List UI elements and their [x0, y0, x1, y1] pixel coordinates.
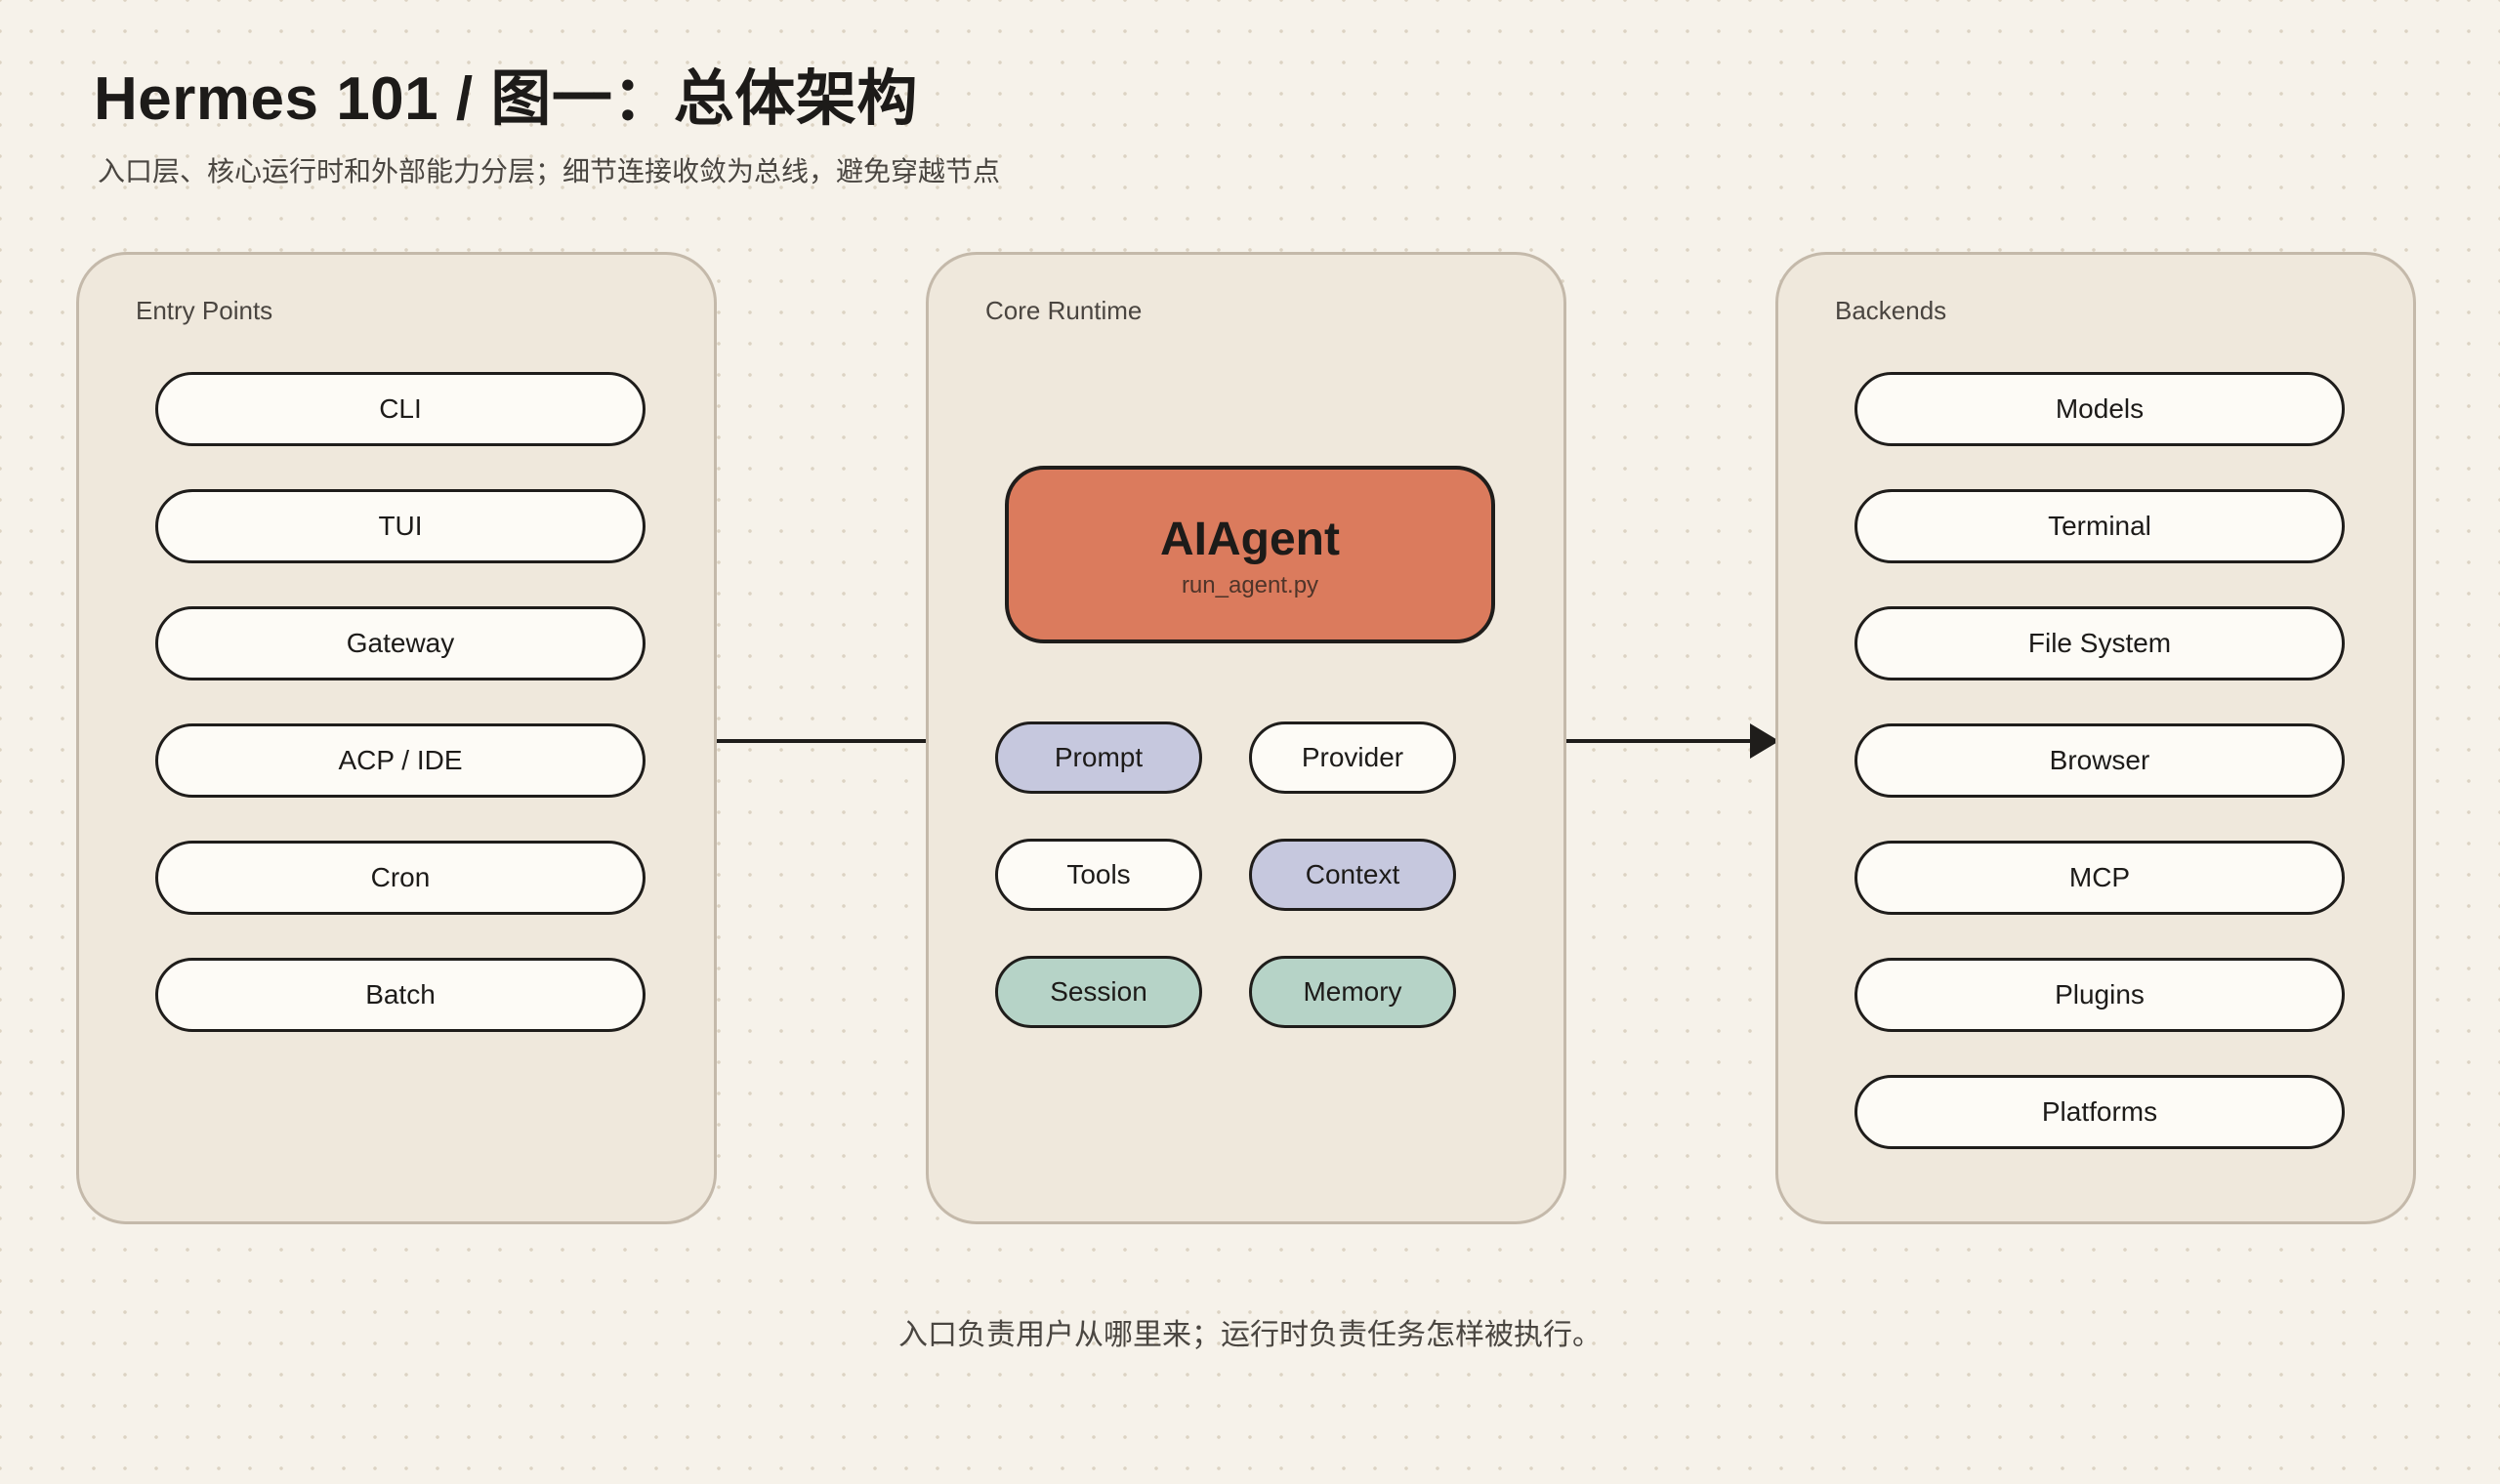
entry-gateway-node[interactable]: Gateway — [155, 606, 646, 680]
entry-cli-node[interactable]: CLI — [155, 372, 646, 446]
page-title: Hermes 101 / 图一：总体架构 — [94, 65, 918, 133]
module-prompt-node[interactable]: Prompt — [995, 721, 1202, 794]
backend-models-node[interactable]: Models — [1854, 372, 2345, 446]
backend-plugins-node[interactable]: Plugins — [1854, 958, 2345, 1032]
module-memory-node[interactable]: Memory — [1249, 956, 1456, 1028]
aiagent-filename: run_agent.py — [1181, 572, 1319, 598]
backends-panel: Backends Models Terminal File System Bro… — [1775, 252, 2416, 1224]
backend-platforms-node[interactable]: Platforms — [1854, 1075, 2345, 1149]
entry-tui-node[interactable]: TUI — [155, 489, 646, 563]
module-tools-node[interactable]: Tools — [995, 839, 1202, 911]
entry-acp-ide-node[interactable]: ACP / IDE — [155, 723, 646, 798]
module-provider-node[interactable]: Provider — [1249, 721, 1456, 794]
backend-browser-node[interactable]: Browser — [1854, 723, 2345, 798]
entry-cron-node[interactable]: Cron — [155, 841, 646, 915]
arrowhead-icon — [1750, 723, 1779, 759]
core-runtime-panel: Core Runtime AIAgent run_agent.py Prompt… — [926, 252, 1566, 1224]
page-subtitle: 入口层、核心运行时和外部能力分层；细节连接收敛为总线，避免穿越节点 — [98, 156, 1001, 186]
module-context-node[interactable]: Context — [1249, 839, 1456, 911]
backend-file-system-node[interactable]: File System — [1854, 606, 2345, 680]
module-session-node[interactable]: Session — [995, 956, 1202, 1028]
entry-points-label: Entry Points — [136, 296, 273, 325]
footer-caption: 入口负责用户从哪里来；运行时负责任务怎样被执行。 — [898, 1319, 1602, 1351]
aiagent-title: AIAgent — [1160, 514, 1340, 565]
core-runtime-label: Core Runtime — [985, 296, 1143, 325]
entry-batch-node[interactable]: Batch — [155, 958, 646, 1032]
backends-label: Backends — [1835, 296, 1947, 325]
aiagent-node[interactable]: AIAgent run_agent.py — [1005, 466, 1495, 643]
backend-terminal-node[interactable]: Terminal — [1854, 489, 2345, 563]
backend-mcp-node[interactable]: MCP — [1854, 841, 2345, 915]
entry-points-panel: Entry Points CLI TUI Gateway ACP / IDE C… — [76, 252, 717, 1224]
